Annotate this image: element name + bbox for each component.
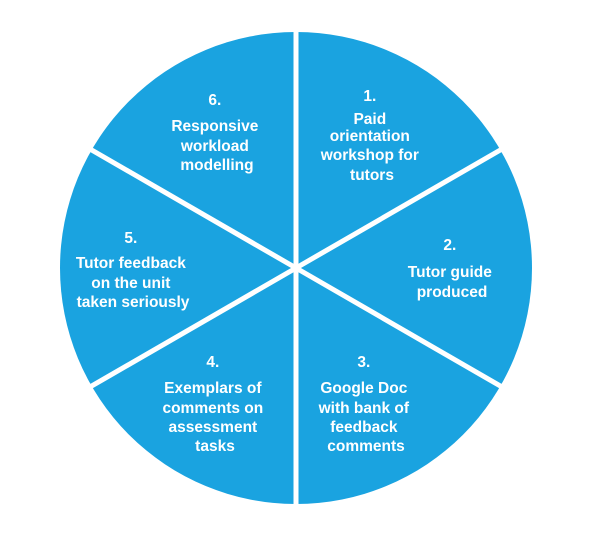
segment-5-label: 5. Tutor feedback on the unit taken seri… [76, 230, 190, 311]
divider-line-lower-left [86, 265, 298, 391]
segment-6-label: 6. Responsive workload modelling [171, 92, 262, 174]
segment-4-line: assessment [168, 419, 257, 436]
divider-line-lower-right [294, 265, 506, 391]
segment-4-line: tasks [195, 438, 235, 455]
segment-2-number: 2. [443, 237, 456, 254]
divider-line-upper-right [294, 145, 506, 271]
segment-2-line: Tutor guide [408, 264, 492, 281]
segment-3-label: 3. Google Doc with bank of feedback comm… [318, 354, 414, 455]
segment-4-number: 4. [206, 354, 219, 371]
divider-line-upper-left [86, 145, 298, 271]
segment-1-label: 1. Paid orientation workshop for tutors [320, 88, 423, 184]
segment-1-line: orientation [330, 128, 410, 145]
segment-4-line: comments on [162, 400, 263, 417]
segment-5-line: Tutor feedback [76, 255, 186, 272]
segment-3-number: 3. [357, 354, 370, 371]
wheel-dividers [86, 28, 506, 508]
segment-3-line: with bank of [318, 400, 410, 417]
segment-1-line: workshop for [320, 147, 419, 164]
segment-2-label: 2. Tutor guide produced [408, 237, 496, 301]
segment-5-line: on the unit [91, 275, 170, 292]
segment-1-line: Paid [353, 111, 386, 128]
segment-1-number: 1. [363, 88, 376, 105]
segment-4-label: 4. Exemplars of comments on assessment t… [162, 354, 267, 455]
segment-6-line: Responsive [171, 118, 258, 135]
segment-3-line: feedback [330, 419, 398, 436]
segment-2-line: produced [417, 284, 488, 301]
segment-4-line: Exemplars of [164, 380, 262, 397]
segment-5-number: 5. [124, 230, 137, 247]
segment-6-line: modelling [180, 157, 253, 174]
segment-6-number: 6. [208, 92, 221, 109]
segment-3-line: comments [327, 438, 405, 455]
segment-6-line: workload [180, 138, 249, 155]
segment-1-line: tutors [350, 167, 394, 184]
segment-5-line: taken seriously [77, 294, 190, 311]
segment-3-line: Google Doc [320, 380, 407, 397]
